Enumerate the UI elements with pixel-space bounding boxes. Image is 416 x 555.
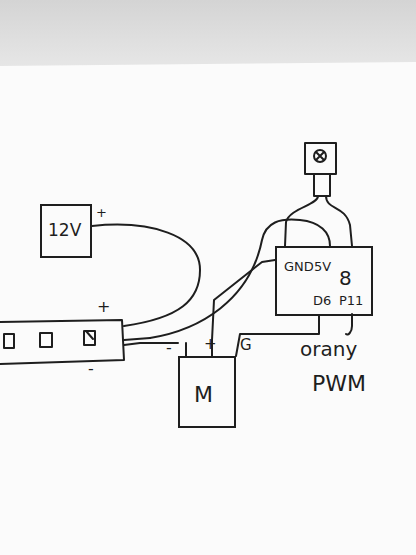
wire [92,225,200,326]
motor-driver-box: M [178,356,236,428]
pin-name: G [240,338,252,353]
power-supply-box: 12V [40,204,92,258]
wire [185,343,187,356]
pin-name: D6 [313,294,331,307]
sensor-tab [314,174,330,196]
polarity-mark: + [96,206,107,219]
polarity-mark: + [204,337,217,352]
arduino-board: GND5V D6 P11 [275,246,373,316]
scan-margin [0,0,416,66]
signal-name: PWM [312,373,366,395]
led-strip [0,320,124,364]
note: 8 [339,268,352,288]
paper-sheet [0,62,416,555]
wire [124,338,150,340]
pin-name: 5V [314,260,331,273]
polarity-mark: - [166,340,172,356]
polarity-mark: - [88,361,94,377]
sensor-symbol [316,152,324,160]
led-chip [84,331,95,345]
wire [346,314,352,335]
led-chip [40,333,52,347]
box-label: 12V [48,222,81,239]
pin-name: GND [284,260,314,273]
wire-color-note: orany [300,339,357,359]
pin-name: P11 [339,294,363,307]
polarity-mark: + [97,299,110,315]
wire-connector [212,260,275,356]
led-chip [4,334,14,348]
box-label: M [194,384,213,406]
sensor-body [305,143,336,174]
led-chip-mark [86,331,93,339]
sensor-symbol [314,150,326,162]
